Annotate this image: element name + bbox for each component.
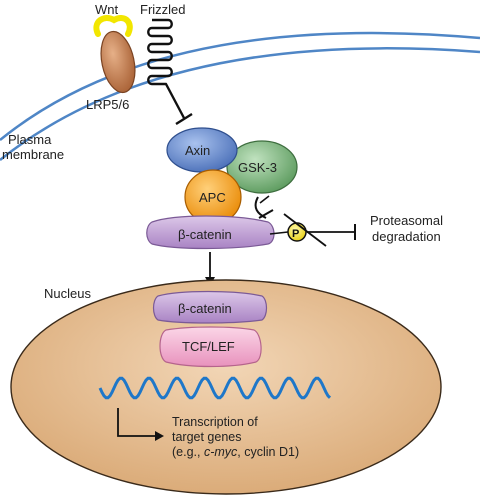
wnt-label: Wnt bbox=[95, 2, 119, 17]
transcription-arrowhead bbox=[155, 431, 164, 441]
plasma-membrane-label-line1: Plasma bbox=[8, 132, 52, 147]
beta-catenin-cytoplasmic bbox=[146, 215, 275, 250]
beta-catenin-cytoplasmic-label: β-catenin bbox=[178, 227, 232, 242]
apc-label: APC bbox=[199, 190, 226, 205]
transcription-examples: (e.g., c-myc, cyclin D1) bbox=[172, 445, 299, 459]
phospho-label: P bbox=[292, 228, 299, 240]
gsk3-label: GSK-3 bbox=[238, 160, 277, 175]
lrp-receptor-icon bbox=[100, 30, 136, 94]
axin-label: Axin bbox=[185, 143, 210, 158]
frizzled-receptor-icon bbox=[147, 18, 186, 119]
frizzled-label: Frizzled bbox=[140, 2, 186, 17]
lrp-label: LRP5/6 bbox=[86, 97, 129, 112]
wnt-ligand-icon bbox=[93, 14, 133, 37]
gsk3-phosphorylation-arrow bbox=[254, 196, 267, 219]
proteasomal-label-line1: Proteasomal bbox=[370, 213, 443, 228]
transcription-label-line2: target genes bbox=[172, 430, 242, 444]
beta-catenin-nuclear bbox=[152, 290, 268, 324]
gsk3-arrow-cross bbox=[259, 195, 270, 204]
tcf-lef-factor bbox=[159, 326, 262, 368]
example-gene: c-myc bbox=[204, 445, 238, 459]
frizzled-inhibition-bar bbox=[175, 112, 193, 126]
proteasomal-label-line2: degradation bbox=[372, 229, 441, 244]
gsk3-arrow-block bbox=[258, 209, 274, 219]
example-suffix: , cyclin D1) bbox=[237, 445, 299, 459]
plasma-membrane bbox=[0, 31, 480, 161]
transcription-label-line1: Transcription of bbox=[172, 415, 258, 429]
degradation-cross bbox=[283, 213, 327, 247]
transcription-arrow bbox=[117, 408, 156, 437]
beta-catenin-nuclear-label: β-catenin bbox=[178, 301, 232, 316]
dna-strand bbox=[98, 376, 332, 400]
gsk3-protein bbox=[226, 140, 298, 194]
tcf-lef-label: TCF/LEF bbox=[182, 339, 235, 354]
nucleus-label: Nucleus bbox=[44, 286, 91, 301]
beta-catenin-phospho-link bbox=[269, 231, 289, 235]
example-prefix: (e.g., bbox=[172, 445, 204, 459]
plasma-membrane-label-line2: membrane bbox=[2, 147, 64, 162]
